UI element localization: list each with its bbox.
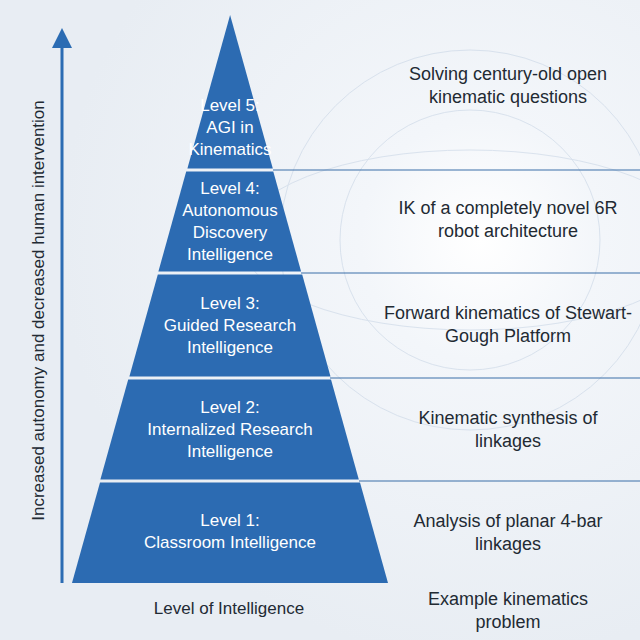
band-fill [129, 275, 330, 377]
example-problem: Forward kinematics of Stewart-Gough Plat… [383, 302, 633, 348]
pyramid-level: Level 3:Guided Research Intelligence [129, 273, 331, 378]
level-number: Level 2: [200, 397, 260, 419]
example-problem: Kinematic synthesis of linkages [408, 407, 608, 453]
level-name: Internalized Research Intelligence [140, 419, 320, 463]
band-text-group: Level 3:Guided Research Intelligence [129, 273, 331, 378]
level-name: Autonomous Discovery Intelligence [174, 200, 286, 266]
level-number: Level 1: [200, 510, 260, 532]
band-text-group: Level 1:Classroom Intelligence [72, 481, 388, 583]
level-name: Guided Research Intelligence [155, 315, 305, 359]
level-number: Level 3: [200, 293, 260, 315]
band-text-group: Level 4:Autonomous Discovery Intelligenc… [158, 170, 302, 273]
pyramid-level: Level 4:Autonomous Discovery Intelligenc… [158, 170, 302, 273]
band-fill [101, 380, 359, 480]
axis-arrow [61, 44, 64, 583]
level-name: AGI in Kinematics [187, 117, 273, 161]
example-problem: IK of a completely novel 6R robot archit… [383, 197, 633, 243]
column-caption: Example kinematics problem [418, 588, 598, 634]
level-number: Level 5: [200, 95, 260, 117]
axis-caption: Level of Intelligence [99, 597, 359, 620]
example-problem: Solving century-old open kinematic quest… [383, 63, 633, 109]
band-fill [187, 15, 272, 169]
example-problem: Analysis of planar 4-bar linkages [408, 510, 608, 556]
band-shape [72, 481, 388, 583]
band-fill [159, 172, 302, 272]
pyramid-level: Level 1:Classroom Intelligence [72, 481, 388, 583]
arrow-head [52, 28, 72, 48]
band-text-group: Level 5:AGI in Kinematics [187, 85, 273, 170]
axis-label: Increased autonomy and decreased human i… [27, 50, 50, 570]
pyramid-level: Level 2:Internalized Research Intelligen… [100, 378, 359, 481]
level-number: Level 4: [200, 178, 260, 200]
band-fill [72, 483, 388, 584]
band-text-group: Level 2:Internalized Research Intelligen… [100, 378, 359, 481]
pyramid-level: Level 5:AGI in Kinematics [187, 15, 273, 170]
level-name: Classroom Intelligence [144, 532, 316, 554]
